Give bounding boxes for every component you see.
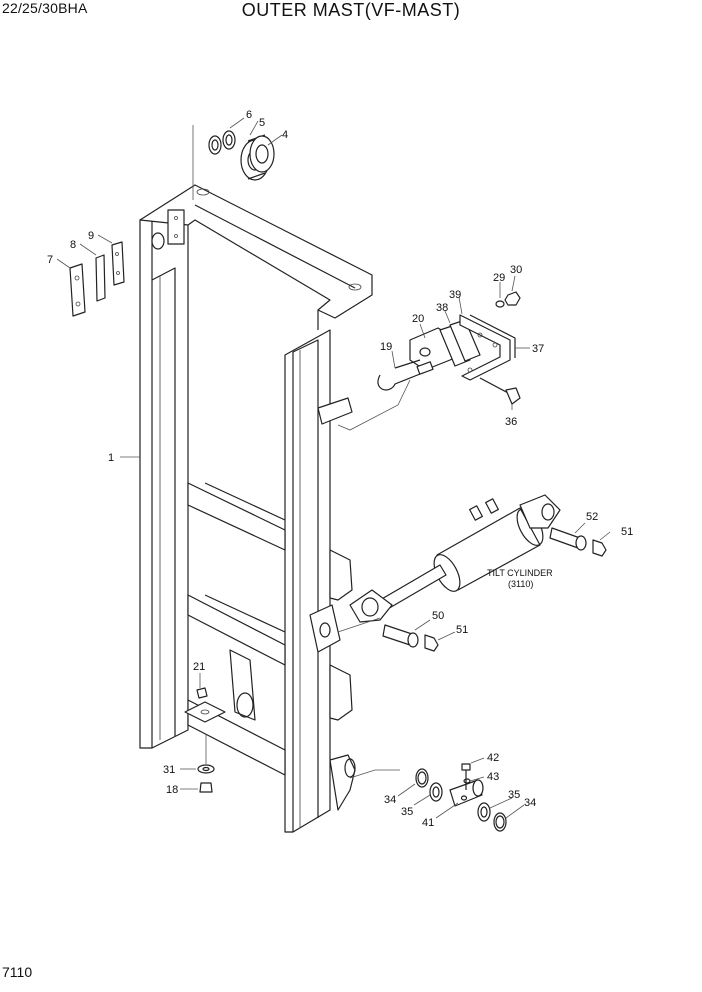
label-part-9: 9: [88, 230, 94, 242]
label-part-6: 6: [246, 109, 252, 121]
part-labels: 1 6 5 4 9 8 7 19 20 38 39 29 30 37 36 52…: [47, 109, 633, 829]
label-part-51-upper: 51: [621, 526, 633, 538]
plates-37-38-39: [439, 314, 516, 381]
pin-50-bolt-51: [382, 624, 439, 652]
label-part-41: 41: [422, 817, 434, 829]
bolt-washer-18-21-31: [196, 687, 215, 793]
label-part-52: 52: [586, 511, 598, 523]
label-part-29: 29: [493, 272, 505, 284]
label-part-31: 31: [163, 764, 175, 776]
tilt-cylinder-note: TILT CYLINDER: [487, 568, 553, 578]
label-part-4: 4: [282, 129, 288, 141]
seal-parts-4-5-6: [208, 130, 275, 181]
page-title: OUTER MAST(VF-MAST): [241, 0, 461, 20]
label-part-35-left: 35: [401, 806, 413, 818]
page-number: 7110: [2, 964, 33, 980]
label-part-42: 42: [487, 752, 499, 764]
model-code: 22/25/30BHA: [2, 0, 88, 16]
outer-mast-frame: [139, 184, 373, 833]
label-part-8: 8: [70, 239, 76, 251]
label-part-51-lower: 51: [456, 624, 468, 636]
label-part-7: 7: [47, 254, 53, 266]
label-part-35-right: 35: [508, 789, 520, 801]
tilt-cylinder: [337, 494, 561, 633]
left-hardware-7-8-9: [69, 241, 125, 317]
label-part-1: 1: [108, 452, 114, 464]
pin-assembly-34-35-41-42-43: [349, 763, 507, 832]
tilt-cylinder-ref-note: (3110): [508, 579, 533, 589]
label-part-39: 39: [449, 289, 461, 301]
label-part-5: 5: [259, 117, 265, 129]
label-part-43: 43: [487, 771, 499, 783]
label-part-30: 30: [510, 264, 522, 276]
label-part-21: 21: [193, 661, 205, 673]
label-part-20: 20: [412, 313, 424, 325]
label-part-36: 36: [505, 416, 517, 428]
hardware-29-30-36: [479, 291, 521, 405]
label-part-37: 37: [532, 343, 544, 355]
label-part-38: 38: [436, 302, 448, 314]
label-part-18: 18: [166, 784, 178, 796]
pin-52-bolt-51: [549, 527, 607, 557]
label-part-50: 50: [432, 610, 444, 622]
label-part-19: 19: [380, 341, 392, 353]
label-part-34-left: 34: [384, 794, 396, 806]
leader-lines: [56, 117, 611, 819]
label-part-34-right: 34: [524, 797, 536, 809]
